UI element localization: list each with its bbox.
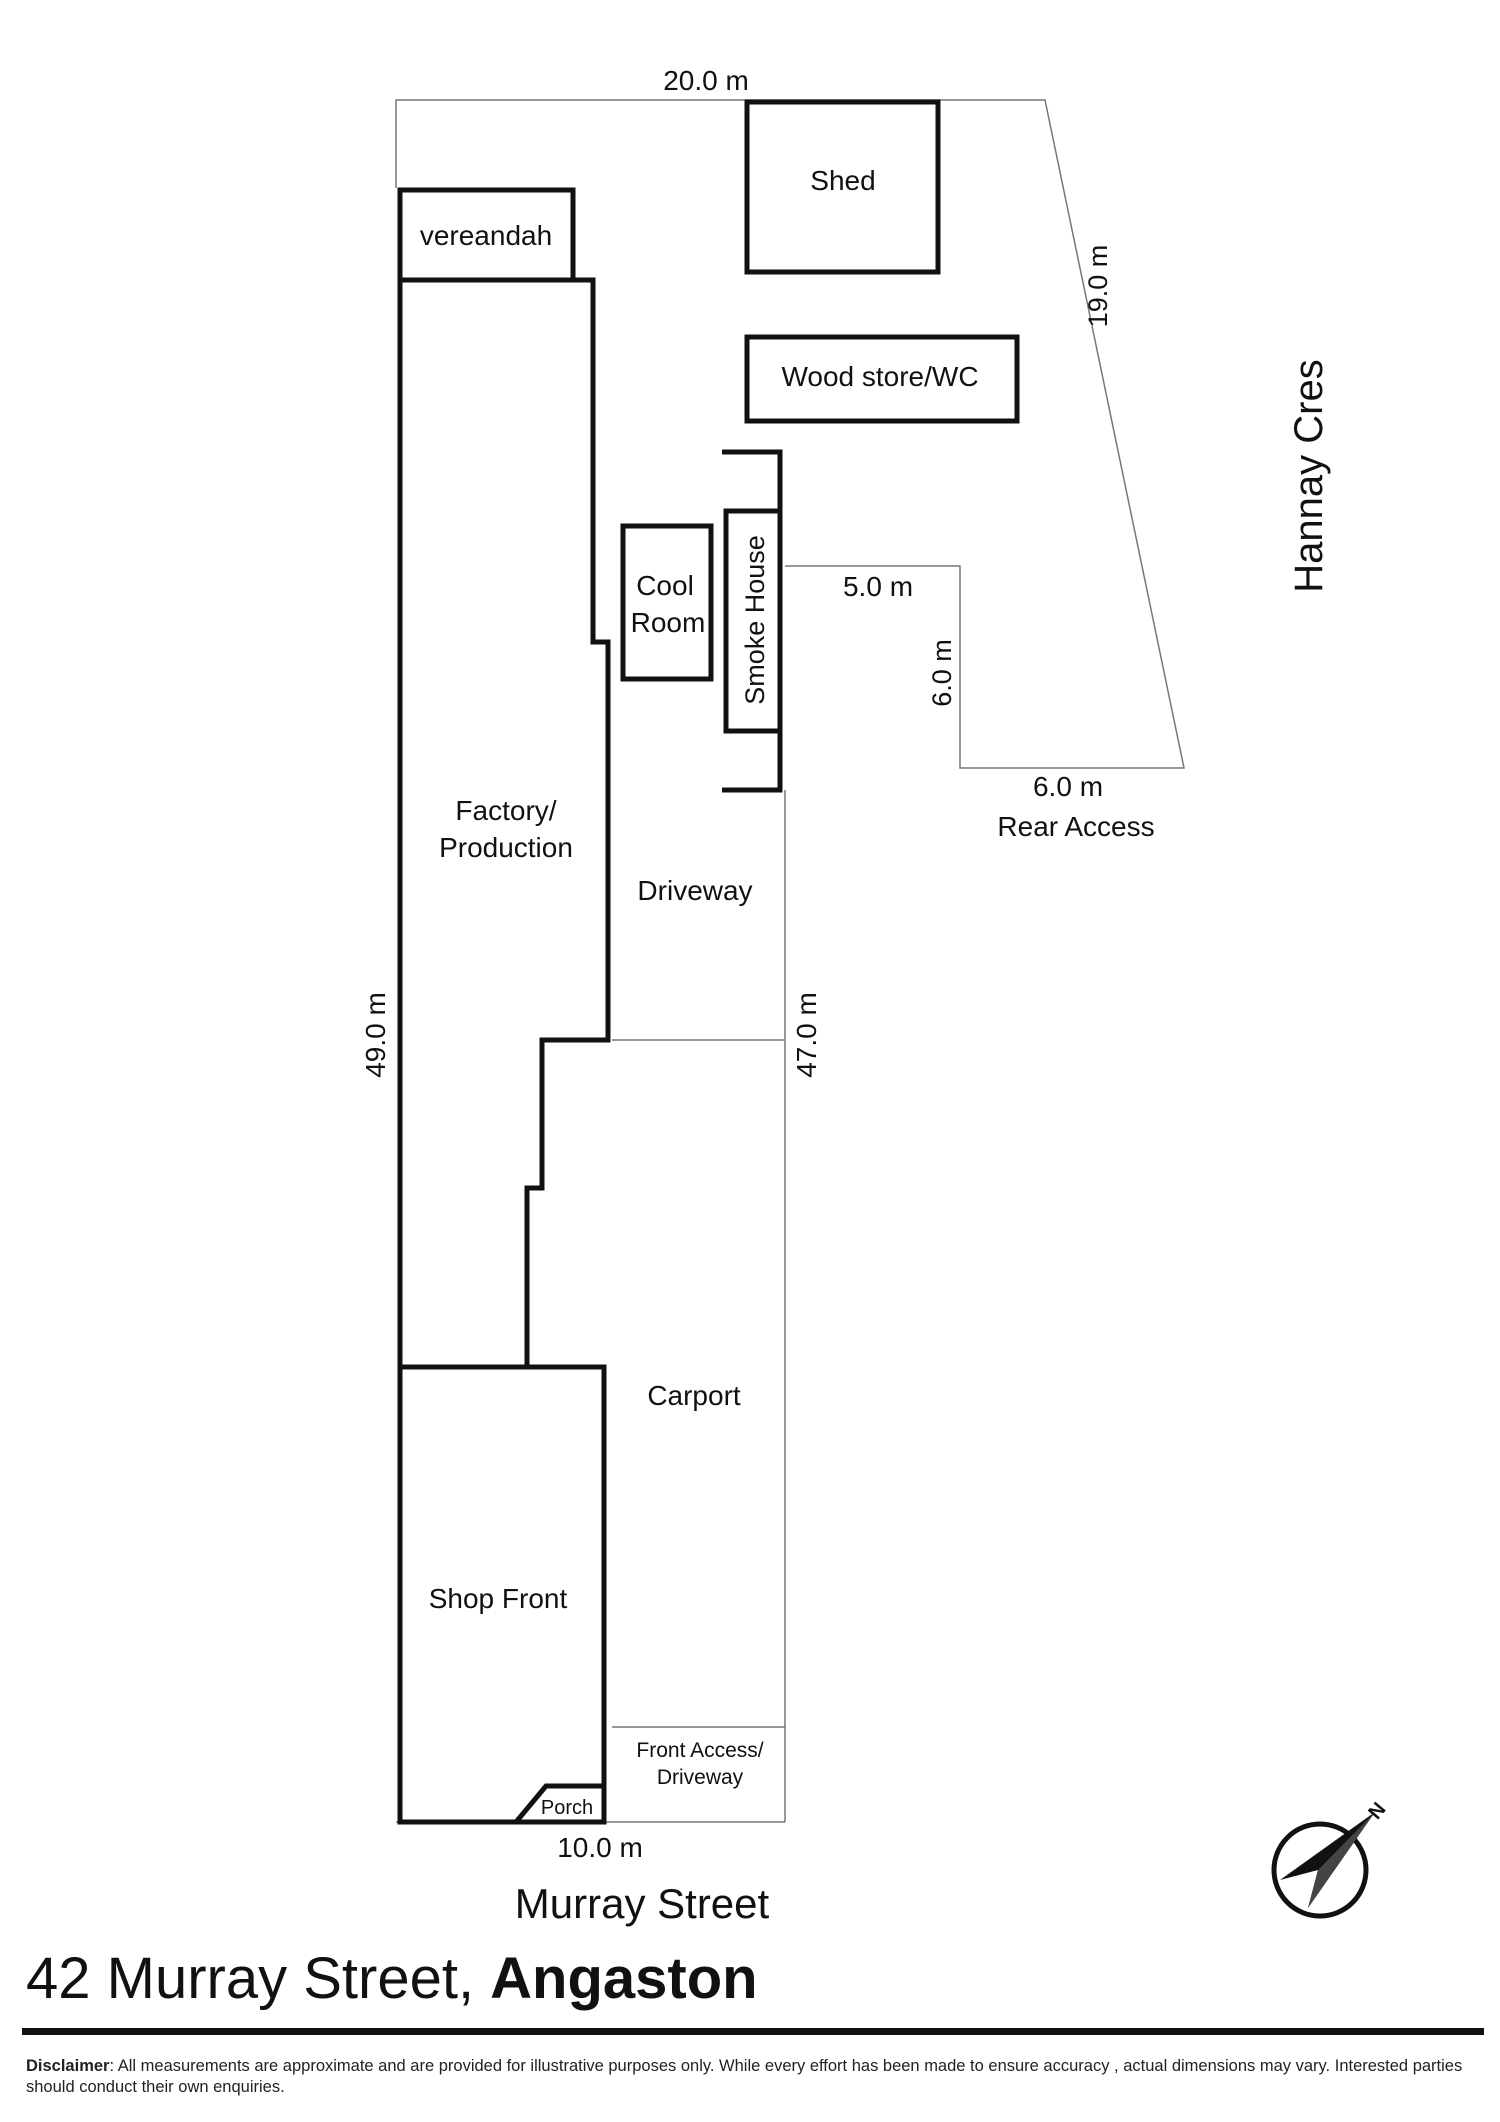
dimension-notch-bottom: 6.0 m xyxy=(1033,771,1103,802)
shed-outline xyxy=(744,99,941,275)
street-murray: Murray Street xyxy=(515,1880,770,1927)
north-arrow-icon: N xyxy=(1271,1799,1390,1919)
smoke-house-wall xyxy=(722,449,783,793)
building-outlines xyxy=(397,99,1020,1825)
smoke-house-label: Smoke House xyxy=(740,535,770,705)
dimension-top: 20.0 m xyxy=(663,65,749,96)
wood-store-label: Wood store/WC xyxy=(781,361,978,392)
vereandah-outline xyxy=(397,187,576,280)
dimension-right: 47.0 m xyxy=(791,992,822,1078)
shop-front-outline xyxy=(397,1364,607,1825)
dimension-bottom: 10.0 m xyxy=(557,1832,643,1863)
disclaimer: Disclaimer: All measurements are approxi… xyxy=(26,2056,1466,2098)
factory-label-line1: Factory/ xyxy=(455,795,556,826)
property-title: 42 Murray Street, Angaston xyxy=(26,1945,758,2012)
cool-room-label-line1: Cool xyxy=(636,570,694,601)
cool-room-outline xyxy=(620,523,714,682)
front-access-label-line2: Driveway xyxy=(657,1766,744,1789)
site-plan: vereandah Shed Wood store/WC Cool Room S… xyxy=(360,65,1390,1927)
suburb-text: Angaston xyxy=(490,1946,758,2011)
dimension-diagonal: 19.0 m xyxy=(1083,245,1113,328)
wood-store-outline xyxy=(744,334,1020,424)
shop-front-label: Shop Front xyxy=(429,1583,568,1614)
vereandah-label: vereandah xyxy=(420,220,552,251)
dimension-left: 49.0 m xyxy=(360,992,391,1078)
dimension-notch-side: 6.0 m xyxy=(927,639,957,707)
porch-label: Porch xyxy=(541,1797,593,1819)
carport-label: Carport xyxy=(647,1380,741,1411)
shed-label: Shed xyxy=(810,165,875,196)
street-hannay-cres: Hannay Cres xyxy=(1287,359,1331,592)
dimension-notch-top: 5.0 m xyxy=(843,571,913,602)
disclaimer-text: : All measurements are approximate and a… xyxy=(26,2057,1463,2096)
address-text: 42 Murray Street, xyxy=(26,1946,491,2011)
porch-outline xyxy=(514,1783,604,1824)
disclaimer-label: Disclaimer xyxy=(26,2057,110,2075)
front-access-label-line1: Front Access/ xyxy=(636,1739,763,1762)
title-divider xyxy=(22,2028,1484,2035)
factory-label-line2: Production xyxy=(439,832,573,863)
driveway-label: Driveway xyxy=(637,875,752,906)
rear-access-label: Rear Access xyxy=(997,811,1154,842)
site-boundary xyxy=(395,99,1185,1823)
cool-room-label-line2: Room xyxy=(631,607,706,638)
